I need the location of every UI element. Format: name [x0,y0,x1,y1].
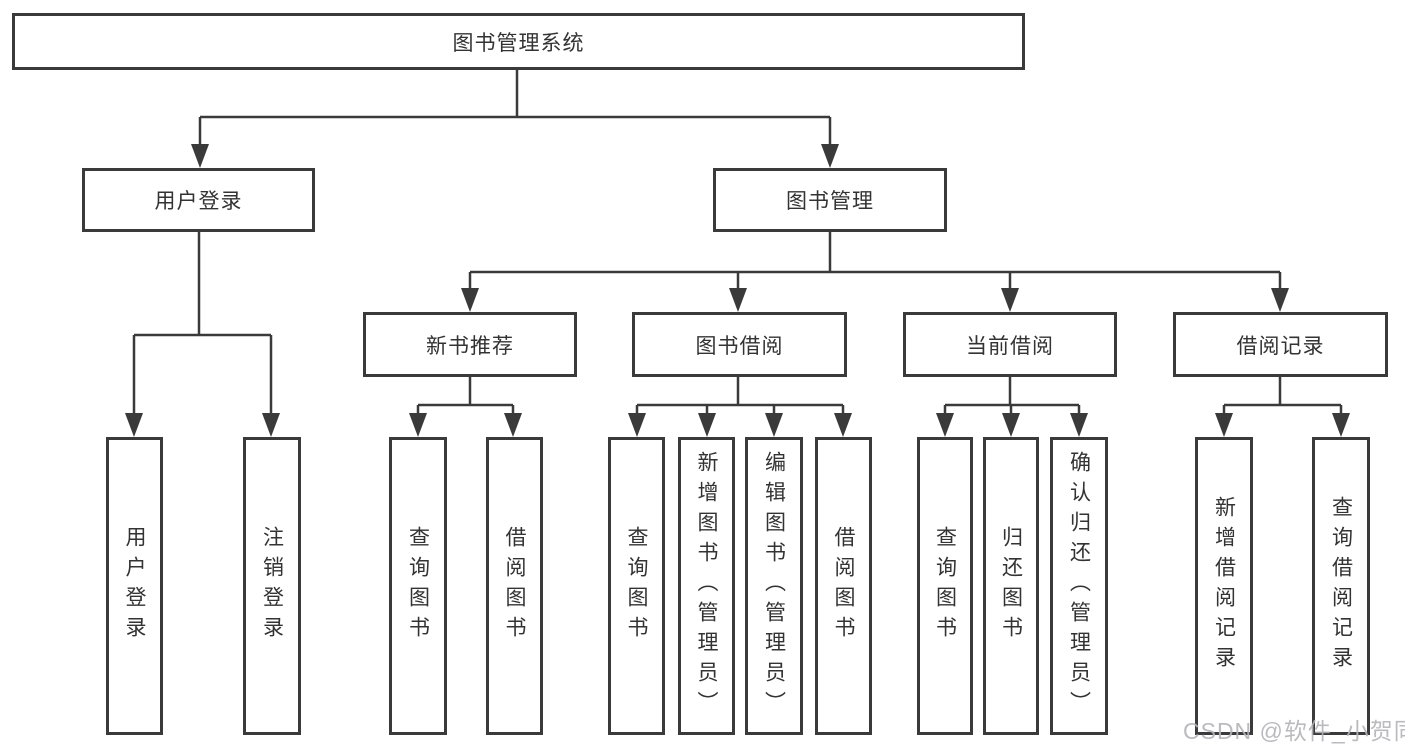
node-label: 用户登录 [154,190,243,213]
node-leaf-borrow-books: 借阅图书 [815,437,872,735]
csdn-watermark: CSDN @软件_小贺同学 [1183,718,1405,744]
node-leaf-add-borrow-record: 新增借阅记录 [1195,437,1253,735]
node-new-book-recommendation: 新书推荐 [363,312,577,377]
node-label: 图书借阅 [695,334,784,358]
node-label: 图书管理系统 [452,31,585,55]
node-leaf-add-books-admin: 新增图书（管理员） [678,437,735,735]
node-label: 用户登录 [123,526,146,646]
node-leaf-logout: 注销登录 [243,437,301,735]
node-leaf-edit-books-admin: 编辑图书（管理员） [745,437,803,735]
node-library-management-system: 图书管理系统 [12,13,1025,70]
arrowheads [125,144,1350,437]
tree-edges [132,70,1343,420]
node-label: 借阅图书 [503,526,526,646]
node-leaf-borrow-books-recommend: 借阅图书 [486,437,543,735]
node-current-borrowing: 当前借阅 [903,312,1117,377]
node-label: 当前借阅 [966,334,1054,358]
node-user-login-branch: 用户登录 [82,168,315,232]
node-leaf-query-borrow-record: 查询借阅记录 [1312,437,1370,735]
node-label: 图书管理 [786,190,874,213]
node-label: 归还图书 [999,526,1023,646]
node-label: 新书推荐 [426,334,514,358]
node-leaf-query-books-borrow: 查询图书 [608,437,665,735]
node-book-management-branch: 图书管理 [713,168,947,232]
node-label: 新增图书（管理员） [695,451,718,721]
node-label: 查询图书 [406,526,430,646]
node-label: 确认归还（管理员） [1067,451,1091,721]
node-label: 借阅图书 [832,526,855,646]
node-borrowing-records: 借阅记录 [1173,312,1388,377]
node-label: 查询图书 [933,526,957,646]
node-leaf-user-login: 用户登录 [106,437,163,735]
node-label: 新增借阅记录 [1212,496,1236,676]
node-leaf-query-books-current: 查询图书 [917,437,973,735]
node-leaf-query-books-recommend: 查询图书 [389,437,447,735]
node-label: 查询借阅记录 [1329,496,1353,676]
node-leaf-return-books: 归还图书 [983,437,1039,735]
node-label: 借阅记录 [1236,334,1325,358]
node-book-borrowing: 图书借阅 [632,312,847,377]
node-label: 注销登录 [260,526,284,646]
node-leaf-confirm-return-admin: 确认归还（管理员） [1050,437,1108,735]
node-label: 编辑图书（管理员） [762,451,786,721]
node-label: 查询图书 [625,526,648,646]
